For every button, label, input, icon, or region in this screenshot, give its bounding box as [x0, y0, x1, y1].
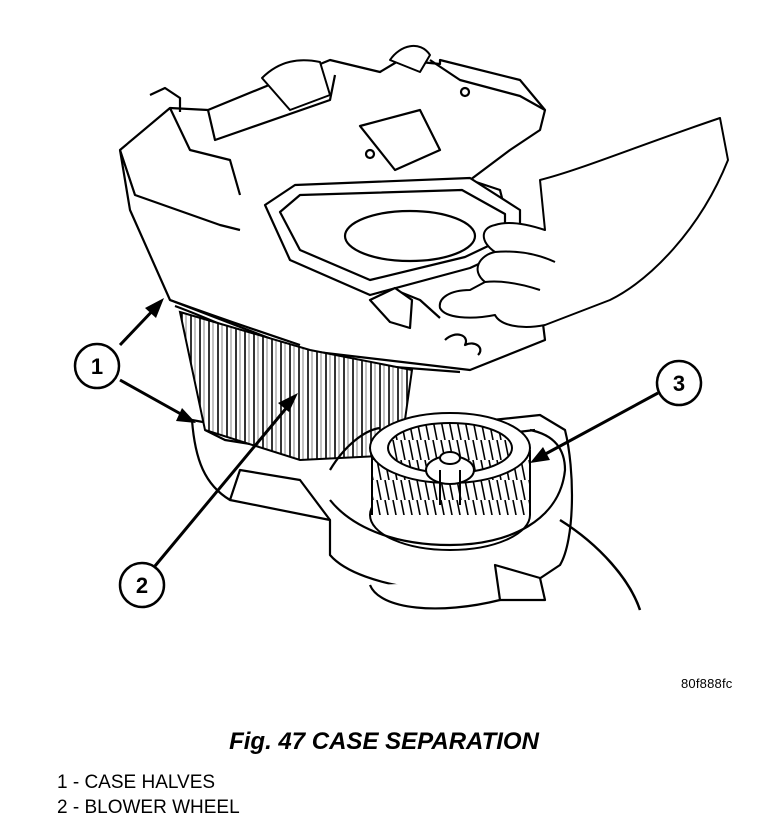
figure-caption: Fig. 47 CASE SEPARATION: [229, 728, 539, 755]
callout-3-label: 3: [673, 371, 685, 396]
callout-3-circle: [655, 359, 703, 407]
callout-2: 2: [118, 393, 298, 609]
figure-code: 80f888fc: [681, 676, 733, 691]
motor-wire: [559, 518, 642, 611]
blower-wheel: [369, 412, 531, 551]
legend: 1 - CASE HALVES 2 - BLOWER WHEEL: [57, 770, 240, 820]
callout-2-label: 2: [136, 573, 148, 598]
blower-housing-rim: [329, 426, 567, 547]
callout-2-circle: [118, 561, 166, 609]
legend-item-blower-wheel: 2 - BLOWER WHEEL: [57, 797, 240, 818]
callout-1: 1: [73, 298, 196, 423]
callout-3: 3: [530, 359, 703, 463]
callout-1-label: 1: [91, 354, 103, 379]
case-separation-illustration: 1 2 3: [73, 45, 729, 611]
hands: [261, 45, 729, 328]
legend-item-case-halves: 1 - CASE HALVES: [57, 772, 216, 793]
case-upper-half: [118, 58, 547, 374]
callout-1-circle: [73, 342, 121, 390]
